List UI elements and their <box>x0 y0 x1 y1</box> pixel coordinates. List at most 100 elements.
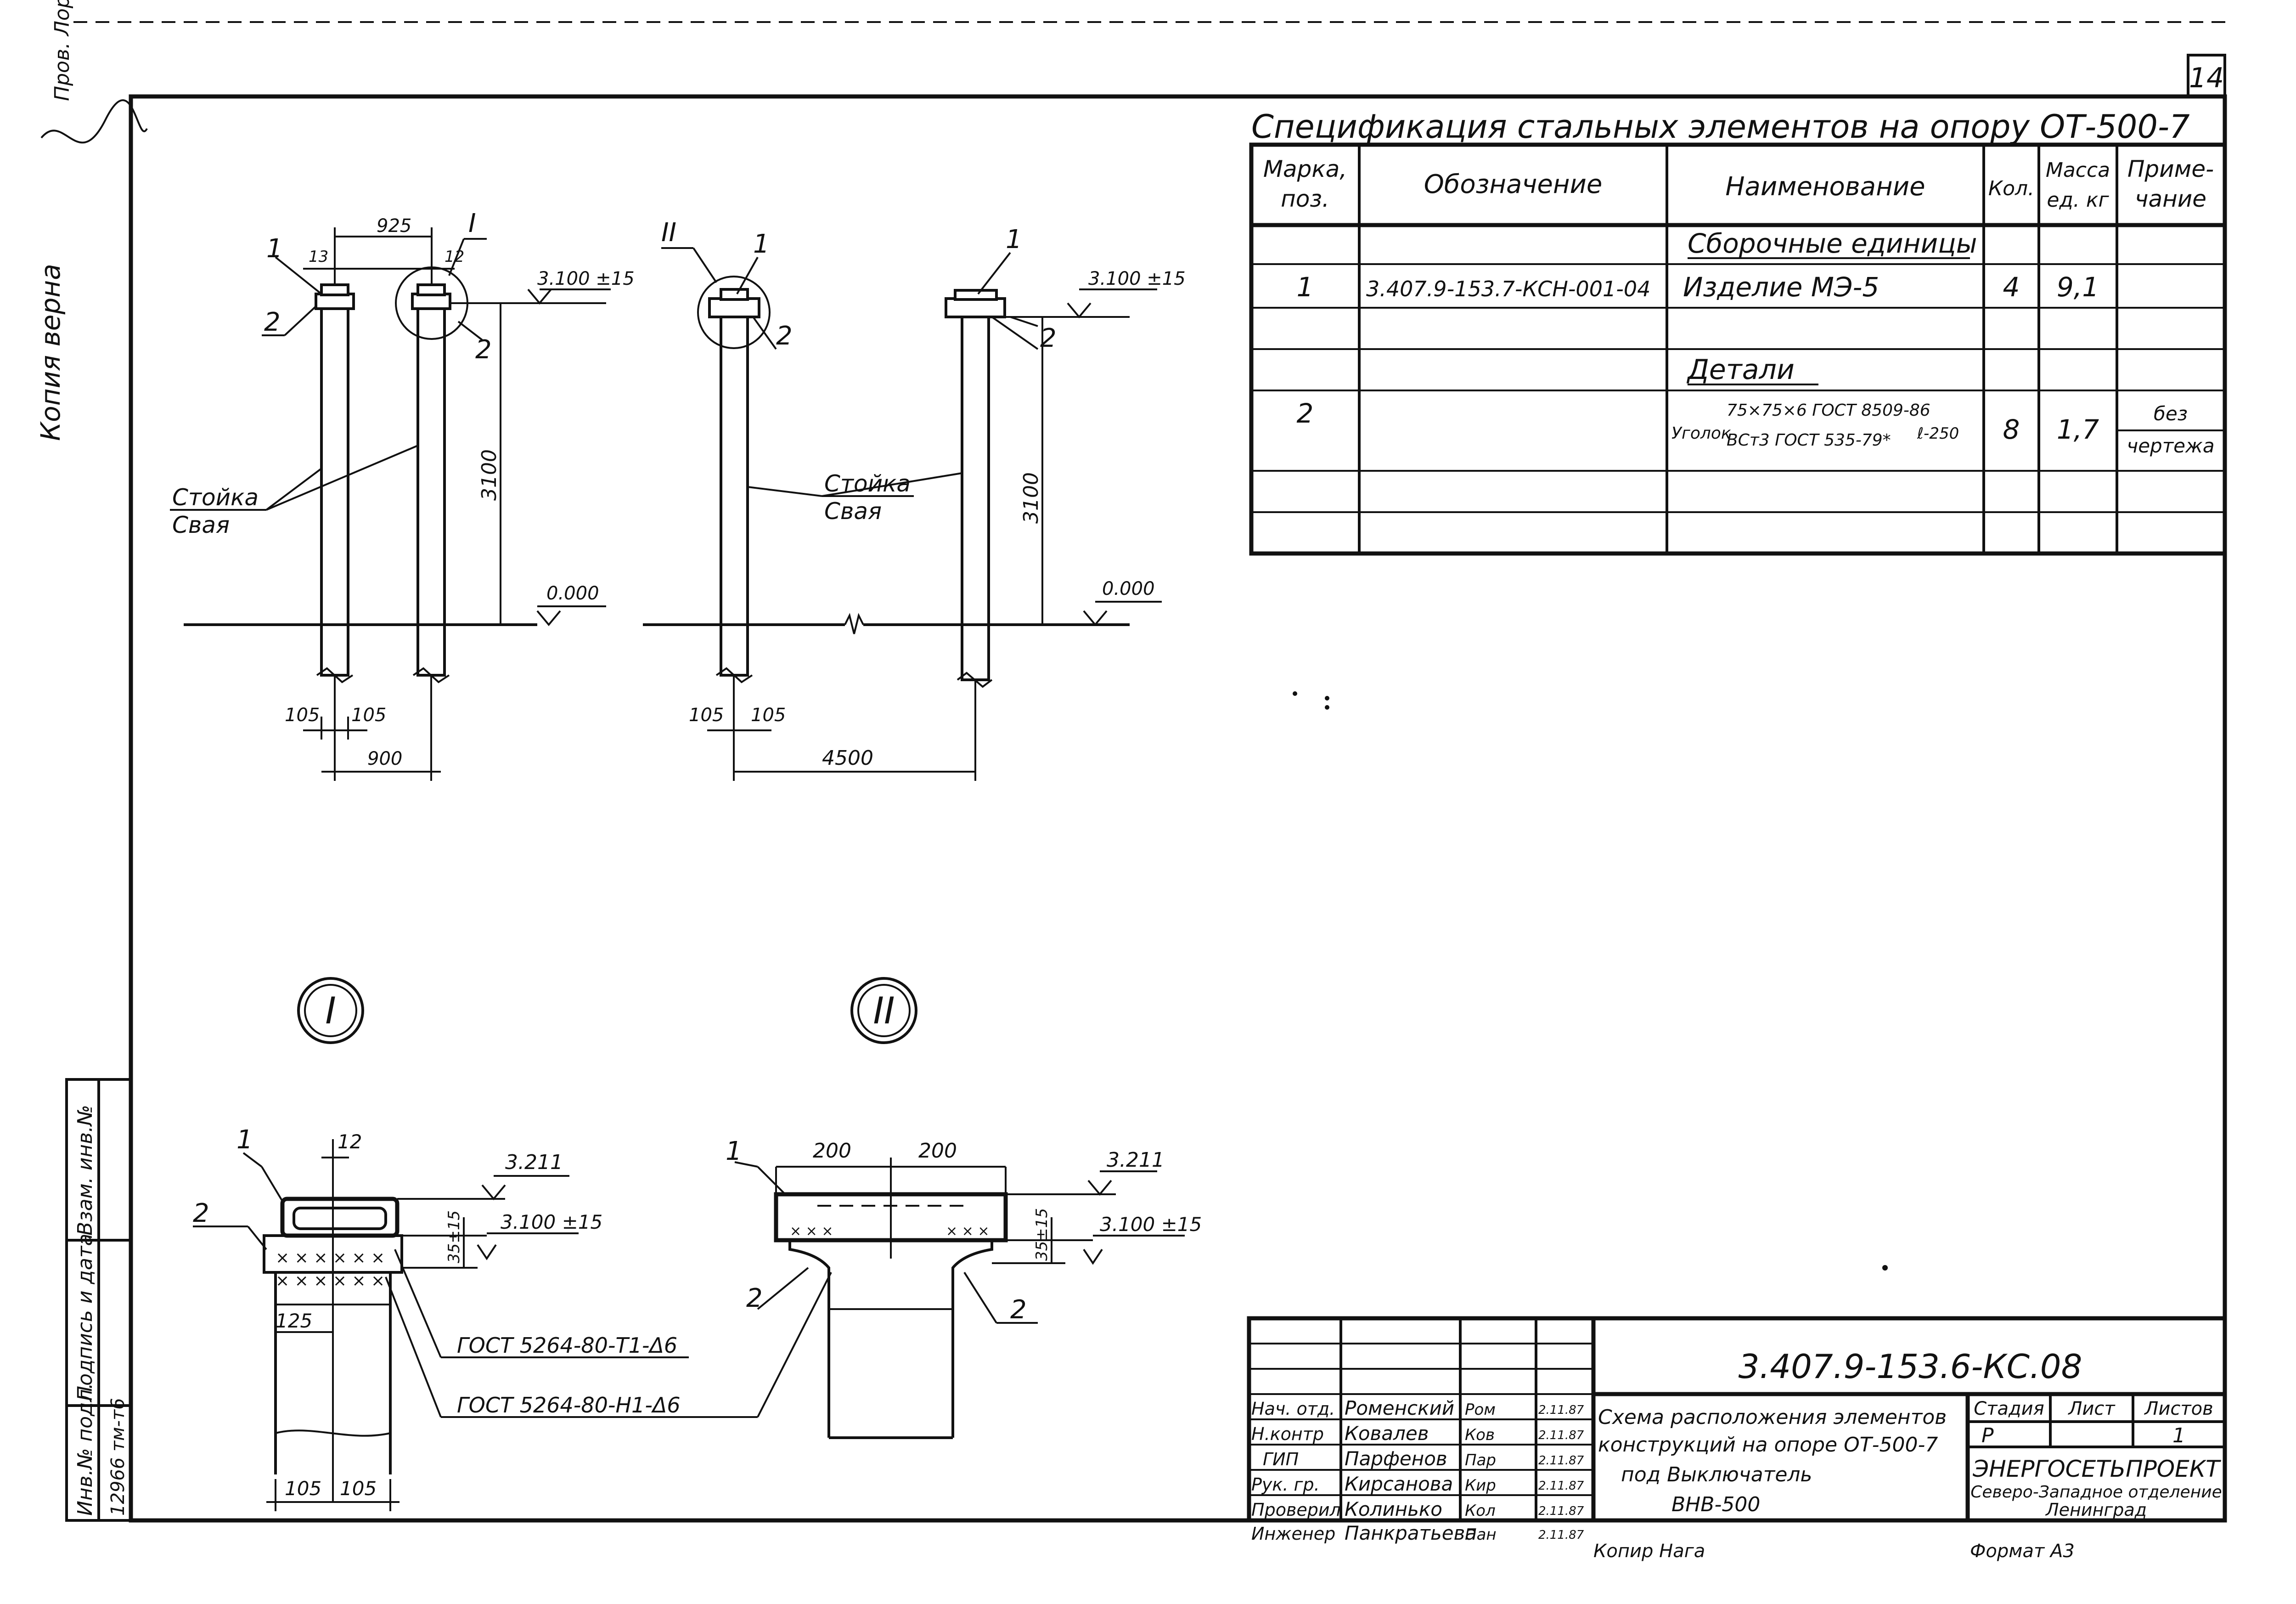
sheet-number: 14 <box>2189 62 2224 94</box>
tb-org-3: Ленинград <box>2045 1500 2147 1520</box>
tb-date-1: 2.11.87 <box>1538 1429 1584 1442</box>
detail-2-weld-left: × × × <box>790 1223 833 1239</box>
tb-date-0: 2.11.87 <box>1538 1403 1584 1417</box>
tb-role-5: Инженер <box>1251 1524 1335 1544</box>
section-details: Детали <box>1686 354 1795 386</box>
tb-org-1: ЭНЕРГОСЕТЬПРОЕКТ <box>1972 1456 2221 1482</box>
detail-2-label: II <box>873 989 895 1032</box>
tb-role-2: ГИП <box>1263 1449 1299 1469</box>
view-a-height: 3100 <box>478 449 501 501</box>
detail-2-pos2a: 2 <box>746 1283 763 1313</box>
view-b-dim-4500: 4500 <box>822 746 873 770</box>
tb-desc-4: ВНВ-500 <box>1671 1493 1760 1516</box>
detail-1-label: I <box>325 989 336 1032</box>
view-a-pos2: 2 <box>264 307 281 337</box>
vzam-label: Взам. инв.№ <box>73 1105 97 1236</box>
tb-desc-2: конструкций на опоре ОТ-500-7 <box>1598 1433 1938 1457</box>
detail-2-dim-200b: 200 <box>918 1139 957 1163</box>
view-b-label-pile: Свая <box>824 498 882 525</box>
tb-desc-3: под Выключатель <box>1621 1463 1812 1486</box>
view-a-dim-105b: 105 <box>351 705 386 726</box>
tb-date-2: 2.11.87 <box>1538 1454 1584 1468</box>
detail-1-weld-1: ГОСТ 5264-80-Т1-Δ6 <box>457 1333 677 1358</box>
detail-2-level-top: 3.211 <box>1107 1148 1165 1172</box>
detail-1-dim-125: 125 <box>276 1310 312 1332</box>
detail-1-level-mid: 3.100 ±15 <box>501 1211 602 1233</box>
inv-podl-label: Инв.№ подл. <box>73 1383 97 1516</box>
view-b-pos2: 2 <box>776 321 793 351</box>
view-a-dim-925: 925 <box>377 215 411 237</box>
hdr-mark-2: поз. <box>1281 186 1329 212</box>
tb-date-3: 2.11.87 <box>1538 1479 1584 1493</box>
view-b: II 1 2 1 2 3.100 ±15 3100 0.000 Стойка С… <box>643 218 1186 781</box>
tb-sign-0: Ром <box>1465 1401 1496 1419</box>
title-block: 3.407.9-153.6-КС.08 Схема расположения э… <box>1247 1316 2227 1562</box>
tb-name-3: Кирсанова <box>1345 1473 1453 1495</box>
detail-1-weld-2: ГОСТ 5264-80-Н1-Δ6 <box>457 1393 681 1418</box>
signature-mark <box>40 99 148 144</box>
detail-1-dim-12: 12 <box>338 1130 362 1153</box>
spec-table: Спецификация стальных элементов на опору… <box>1249 108 2227 556</box>
view-b-level-zero: 0.000 <box>1102 578 1155 599</box>
speck <box>1882 1265 1888 1271</box>
tb-name-4: Колинько <box>1345 1498 1442 1520</box>
view-a-callout: I <box>468 209 476 238</box>
view-b-level-top: 3.100 ±15 <box>1088 268 1186 289</box>
view-a-label-pile: Свая <box>172 512 230 538</box>
row1-mass: 9,1 <box>2057 271 2099 303</box>
view-a-level-top: 3.100 ±15 <box>537 268 635 289</box>
corner-note: Пров. Лорт <box>51 0 74 101</box>
speck <box>1325 696 1329 700</box>
view-a-pos1: 1 <box>266 234 283 264</box>
detail-2-weld-right: × × × <box>946 1223 989 1239</box>
sign-date-label: Подпись и дата <box>73 1234 97 1401</box>
drawing-frame <box>129 94 2227 1523</box>
row2-name-bottom: ВСт3 ГОСТ 535-79* <box>1727 431 1891 450</box>
tb-role-3: Рук. гр. <box>1251 1474 1320 1495</box>
hdr-qty: Кол. <box>1988 177 2034 200</box>
detail-2-level-mid: 3.100 ±15 <box>1100 1213 1202 1236</box>
hdr-note-1: Приме- <box>2127 156 2214 182</box>
detail-1: I × × × × × × × × × × × × 12 125 105 105… <box>193 977 832 1511</box>
tb-org-2: Северо-Западное отделение <box>1970 1483 2222 1502</box>
view-b-dim-105a: 105 <box>689 705 724 726</box>
tb-name-5: Панкратьева <box>1345 1522 1477 1544</box>
tb-stage-header: Стадия <box>1974 1398 2044 1419</box>
detail-2: II × × × × × × 200 200 3.211 3.100 ±15 3… <box>726 977 1202 1439</box>
row2-note-2: чертежа <box>2127 435 2214 457</box>
view-a-label-post: Стойка <box>172 484 259 511</box>
view-b-pos1b: 1 <box>1006 225 1022 254</box>
tb-date-4: 2.11.87 <box>1538 1504 1584 1518</box>
view-b-label-post: Стойка <box>824 470 911 497</box>
row2-name-suffix: ℓ-250 <box>1917 424 1959 443</box>
tb-sign-1: Ков <box>1465 1426 1495 1444</box>
detail-1-dim-105b: 105 <box>340 1477 377 1500</box>
hdr-designation: Обозначение <box>1424 169 1603 199</box>
tb-role-0: Нач. отд. <box>1251 1399 1335 1419</box>
view-b-height: 3100 <box>1019 472 1043 524</box>
tb-role-1: Н.контр <box>1251 1424 1324 1444</box>
tb-stage: Р <box>1981 1424 1994 1447</box>
row2-name-prefix: Уголок <box>1671 424 1731 443</box>
tb-sign-5: Пан <box>1465 1525 1497 1544</box>
view-a-dim-105a: 105 <box>285 705 320 726</box>
sheet-number-box <box>2187 54 2226 98</box>
tb-name-2: Парфенов <box>1345 1447 1447 1470</box>
row1-designation: 3.407.9-153.7-КСН-001-04 <box>1366 277 1650 301</box>
row1-name: Изделие МЭ-5 <box>1683 271 1879 303</box>
detail-1-level-top: 3.211 <box>505 1151 563 1174</box>
speck <box>1293 691 1297 696</box>
detail-2-dim-200a: 200 <box>813 1139 851 1163</box>
speck <box>1325 705 1329 710</box>
weld-marks-2: × × × × × × <box>276 1271 385 1290</box>
row2-mark: 2 <box>1297 398 1314 429</box>
inv-value: 12966 тм-т6 <box>107 1398 129 1516</box>
section-assembly: Сборочные единицы <box>1688 228 1977 259</box>
hdr-name: Наименование <box>1725 172 1925 202</box>
tb-copied: Копир Нага <box>1593 1541 1705 1562</box>
copy-true-note: Копия верна <box>35 264 66 441</box>
tb-name-0: Роменский <box>1345 1397 1454 1419</box>
view-b-pos1: 1 <box>753 229 770 259</box>
detail-1-pos1: 1 <box>236 1125 253 1155</box>
